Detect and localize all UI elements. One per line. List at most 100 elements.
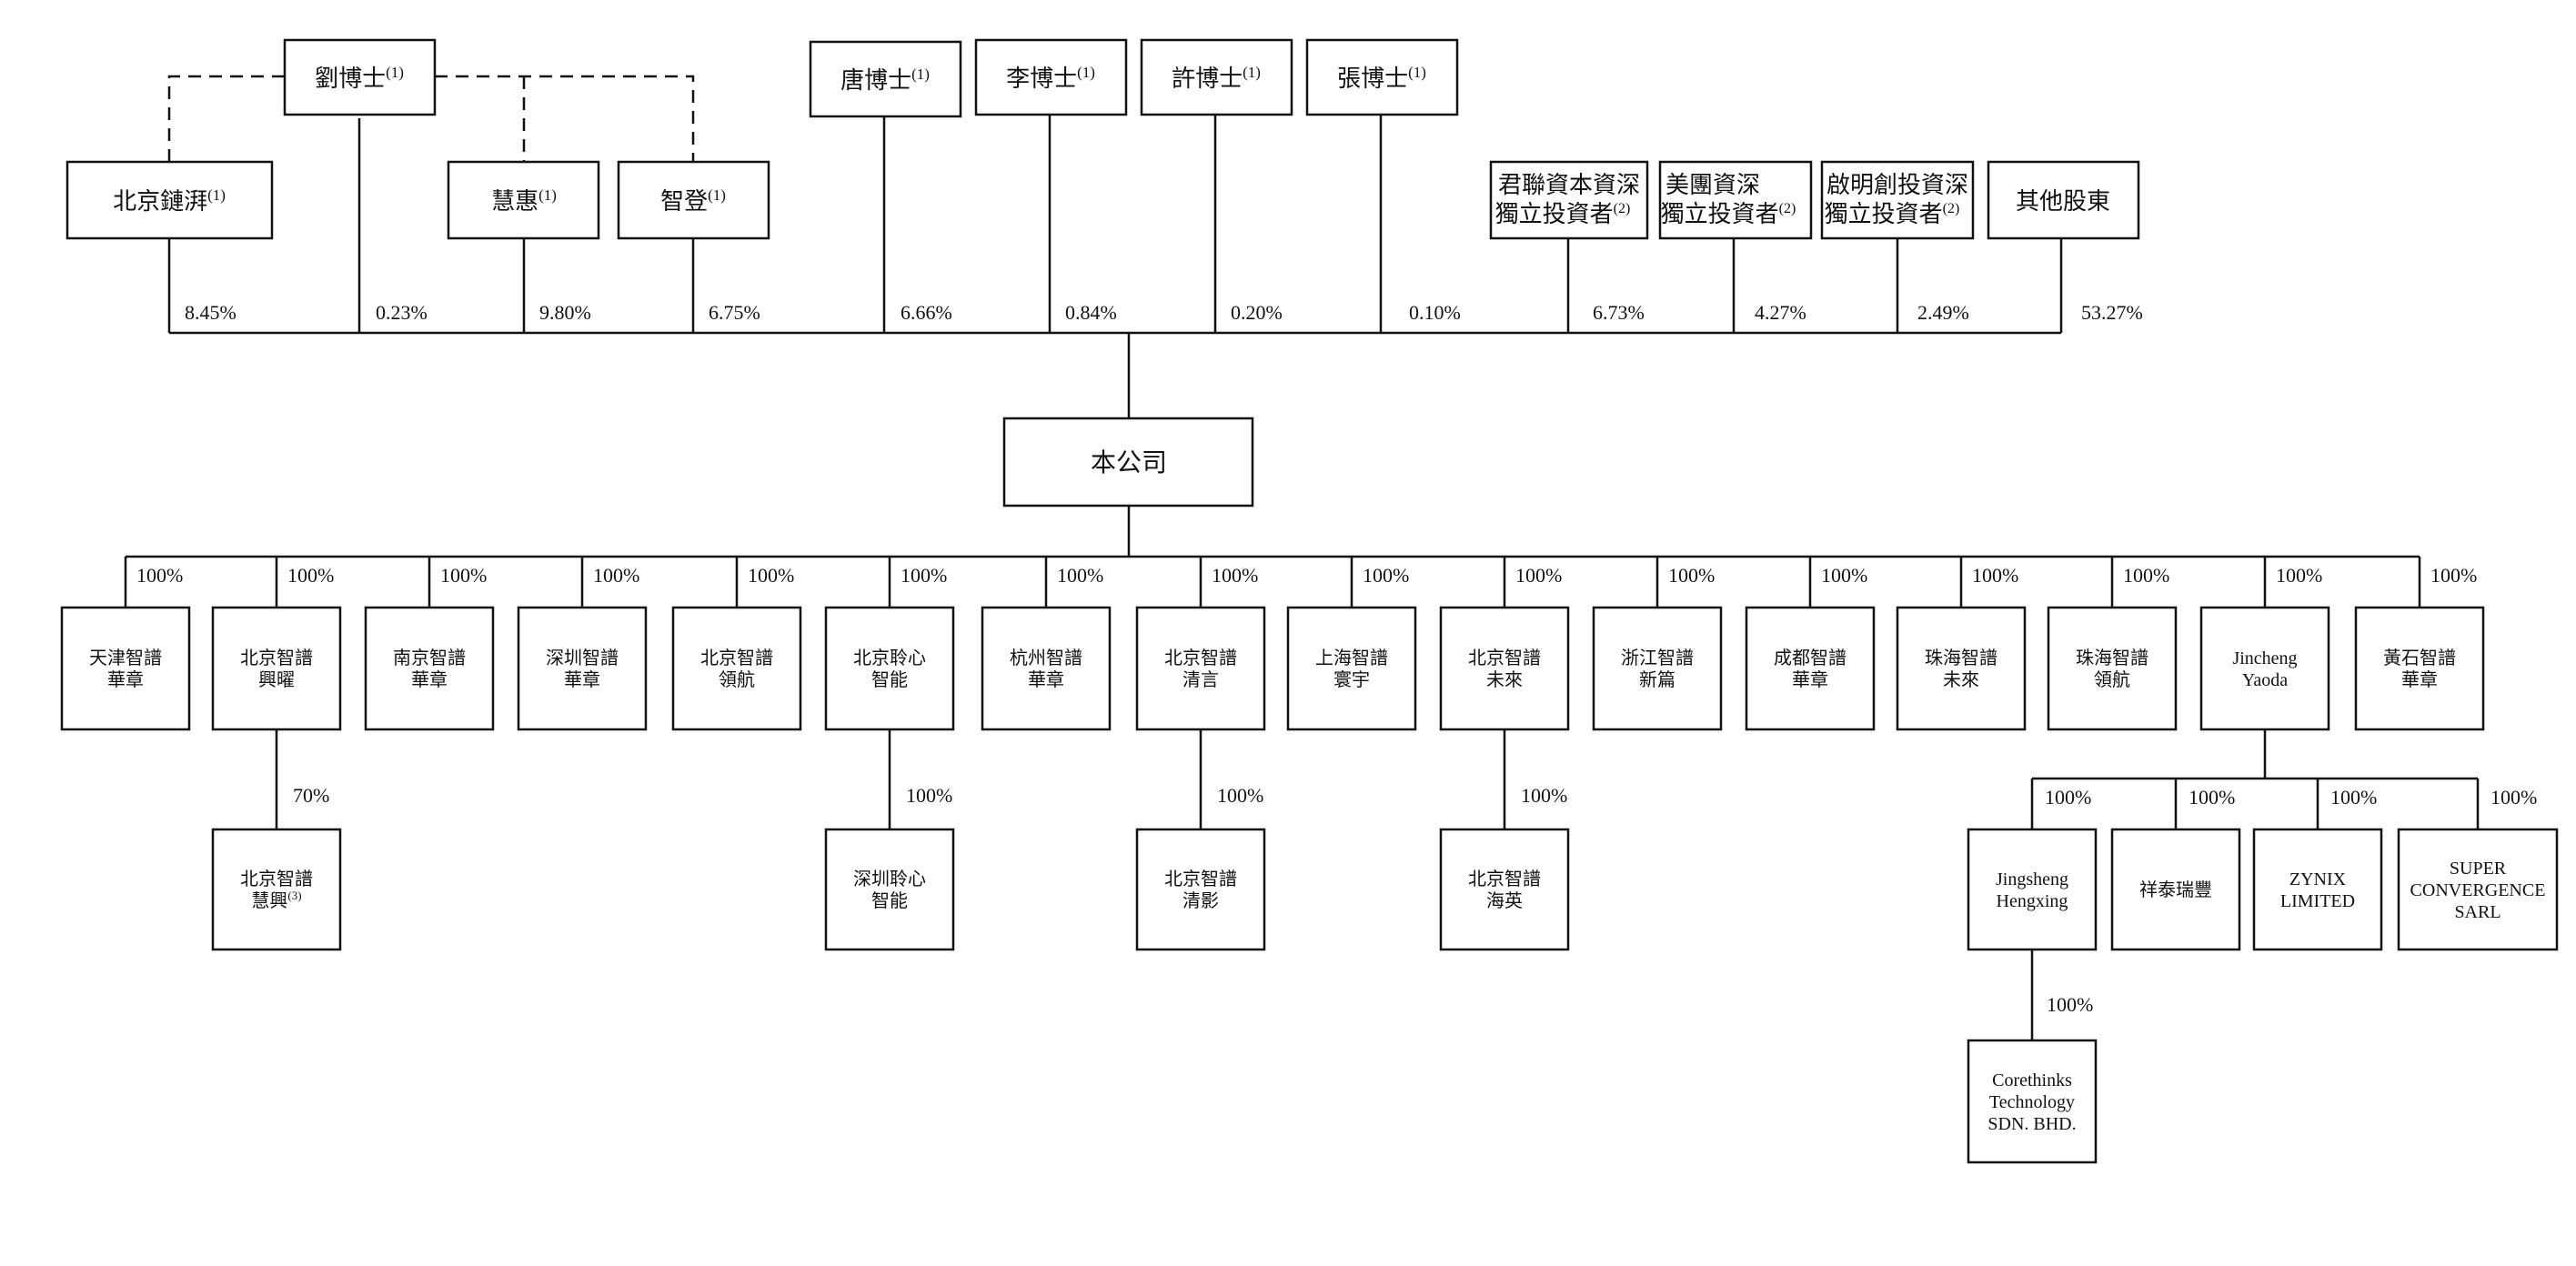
pct-bj-haiying: 100% xyxy=(1521,784,1567,807)
box-sz-lingxin[interactable] xyxy=(824,828,955,951)
box-bj-qingyan[interactable] xyxy=(1135,606,1266,731)
label-chengdu-line2: 華章 xyxy=(1792,669,1828,690)
label-xu: 許博士(1) xyxy=(1172,64,1261,92)
label-corethinks-line2: Technology xyxy=(1989,1092,2075,1112)
box-corethinks[interactable] xyxy=(1967,1039,2098,1164)
pct-zhang: 0.10% xyxy=(1409,301,1461,324)
pct-corethinks: 100% xyxy=(2047,993,2093,1016)
label-meituan-line2: 獨立投資者(2) xyxy=(1661,201,1796,227)
box-qiming[interactable] xyxy=(1820,160,1975,240)
box-zynix[interactable] xyxy=(2252,828,2383,951)
label-qiming-line1: 啟明創投資深 xyxy=(1826,172,1968,198)
pct-bj-xingyao: 100% xyxy=(287,564,334,587)
shareholder-boxes xyxy=(65,38,2140,240)
box-shanghai[interactable] xyxy=(1286,606,1417,731)
box-huihui[interactable] xyxy=(447,160,600,240)
label-zynix-line1: ZYNIX xyxy=(2289,869,2347,889)
box-tang[interactable] xyxy=(809,40,962,118)
shareholder-labels: 劉博士(1) 北京鏈湃(1) 慧惠(1) 智登(1) 唐博士(1) 李博士(1)… xyxy=(113,64,2110,227)
label-zh-weilai-line1: 珠海智譜 xyxy=(1925,648,1997,668)
box-jincheng[interactable] xyxy=(2199,606,2330,731)
box-junlian[interactable] xyxy=(1489,160,1649,240)
label-huangshi-line2: 華章 xyxy=(2401,669,2438,690)
box-lianxie[interactable] xyxy=(65,160,274,240)
pct-zynix: 100% xyxy=(2330,786,2377,809)
box-jingsheng[interactable] xyxy=(1967,828,2098,951)
label-shenzhen-line1: 深圳智譜 xyxy=(546,648,619,668)
pct-chengdu: 100% xyxy=(1821,564,1867,587)
pct-qiming: 2.49% xyxy=(1917,301,1969,324)
box-tianjin[interactable] xyxy=(60,606,191,731)
box-zhideng[interactable] xyxy=(617,160,770,240)
box-zhejiang[interactable] xyxy=(1592,606,1723,731)
box-zhang[interactable] xyxy=(1305,38,1459,116)
label-bj-linghang-line1: 北京智譜 xyxy=(700,648,773,668)
label-others: 其他股東 xyxy=(2016,188,2110,215)
box-xu[interactable] xyxy=(1140,38,1293,116)
pct-bj-qingyan: 100% xyxy=(1212,564,1258,587)
label-sz-lingxin-line2: 智能 xyxy=(871,890,908,911)
label-huihui: 慧惠(1) xyxy=(491,186,557,215)
label-junlian-line1: 君聯資本資深 xyxy=(1498,172,1640,198)
node-xiangtai: 祥泰瑞豐 xyxy=(2110,828,2241,951)
pct-sz-lingxin: 100% xyxy=(906,784,952,807)
box-super[interactable] xyxy=(2397,828,2559,951)
box-huangshi[interactable] xyxy=(2354,606,2485,731)
box-meituan[interactable] xyxy=(1658,160,1813,240)
box-shenzhen[interactable] xyxy=(517,606,648,731)
box-company[interactable] xyxy=(1002,417,1254,507)
pct-bj-huixing: 70% xyxy=(293,784,329,807)
pct-zhideng: 6.75% xyxy=(709,301,760,324)
pct-huangshi: 100% xyxy=(2430,564,2477,587)
pct-lianxie: 8.45% xyxy=(185,301,236,324)
pct-xu: 0.20% xyxy=(1231,301,1283,324)
label-super-line3: SARL xyxy=(2454,902,2501,922)
box-hangzhou[interactable] xyxy=(981,606,1112,731)
box-chengdu[interactable] xyxy=(1745,606,1876,731)
box-bj-lingxin[interactable] xyxy=(824,606,955,731)
pct-nanjing: 100% xyxy=(440,564,487,587)
pct-li: 0.84% xyxy=(1065,301,1117,324)
box-li[interactable] xyxy=(974,38,1128,116)
box-bj-huixing[interactable] xyxy=(211,828,342,951)
label-bj-weilai-line1: 北京智譜 xyxy=(1468,648,1541,668)
box-others[interactable] xyxy=(1987,160,2140,240)
label-zhang: 張博士(1) xyxy=(1337,64,1426,92)
box-bj-linghang[interactable] xyxy=(671,606,802,731)
box-bj-qingying[interactable] xyxy=(1135,828,1266,951)
pct-bj-lingxin: 100% xyxy=(901,564,947,587)
box-bj-weilai[interactable] xyxy=(1439,606,1570,731)
connector-lines xyxy=(124,75,2480,1040)
box-zh-weilai[interactable] xyxy=(1896,606,2027,731)
label-shenzhen-line2: 華章 xyxy=(564,669,600,690)
box-liu[interactable] xyxy=(283,38,437,116)
label-hangzhou-line2: 華章 xyxy=(1028,669,1064,690)
box-xiangtai[interactable] xyxy=(2110,828,2241,951)
box-nanjing[interactable] xyxy=(364,606,495,731)
label-bj-haiying-line1: 北京智譜 xyxy=(1468,869,1541,889)
box-bj-xingyao[interactable] xyxy=(211,606,342,731)
label-bj-huixing-line1: 北京智譜 xyxy=(240,869,313,889)
box-zh-linghang[interactable] xyxy=(2047,606,2178,731)
pct-super: 100% xyxy=(2490,786,2537,809)
holding-percentages: 8.45% 0.23% 9.80% 6.75% 6.66% 0.84% 0.20… xyxy=(185,301,2143,324)
label-jincheng-line1: Jincheng xyxy=(2232,648,2297,668)
label-company: 本公司 xyxy=(1091,448,1167,477)
pct-bj-qingying: 100% xyxy=(1217,784,1263,807)
label-shanghai-line2: 寰宇 xyxy=(1333,669,1370,690)
label-bj-qingyan-line2: 清言 xyxy=(1182,669,1219,690)
box-bj-haiying[interactable] xyxy=(1439,828,1570,951)
pct-zh-weilai: 100% xyxy=(1972,564,2018,587)
